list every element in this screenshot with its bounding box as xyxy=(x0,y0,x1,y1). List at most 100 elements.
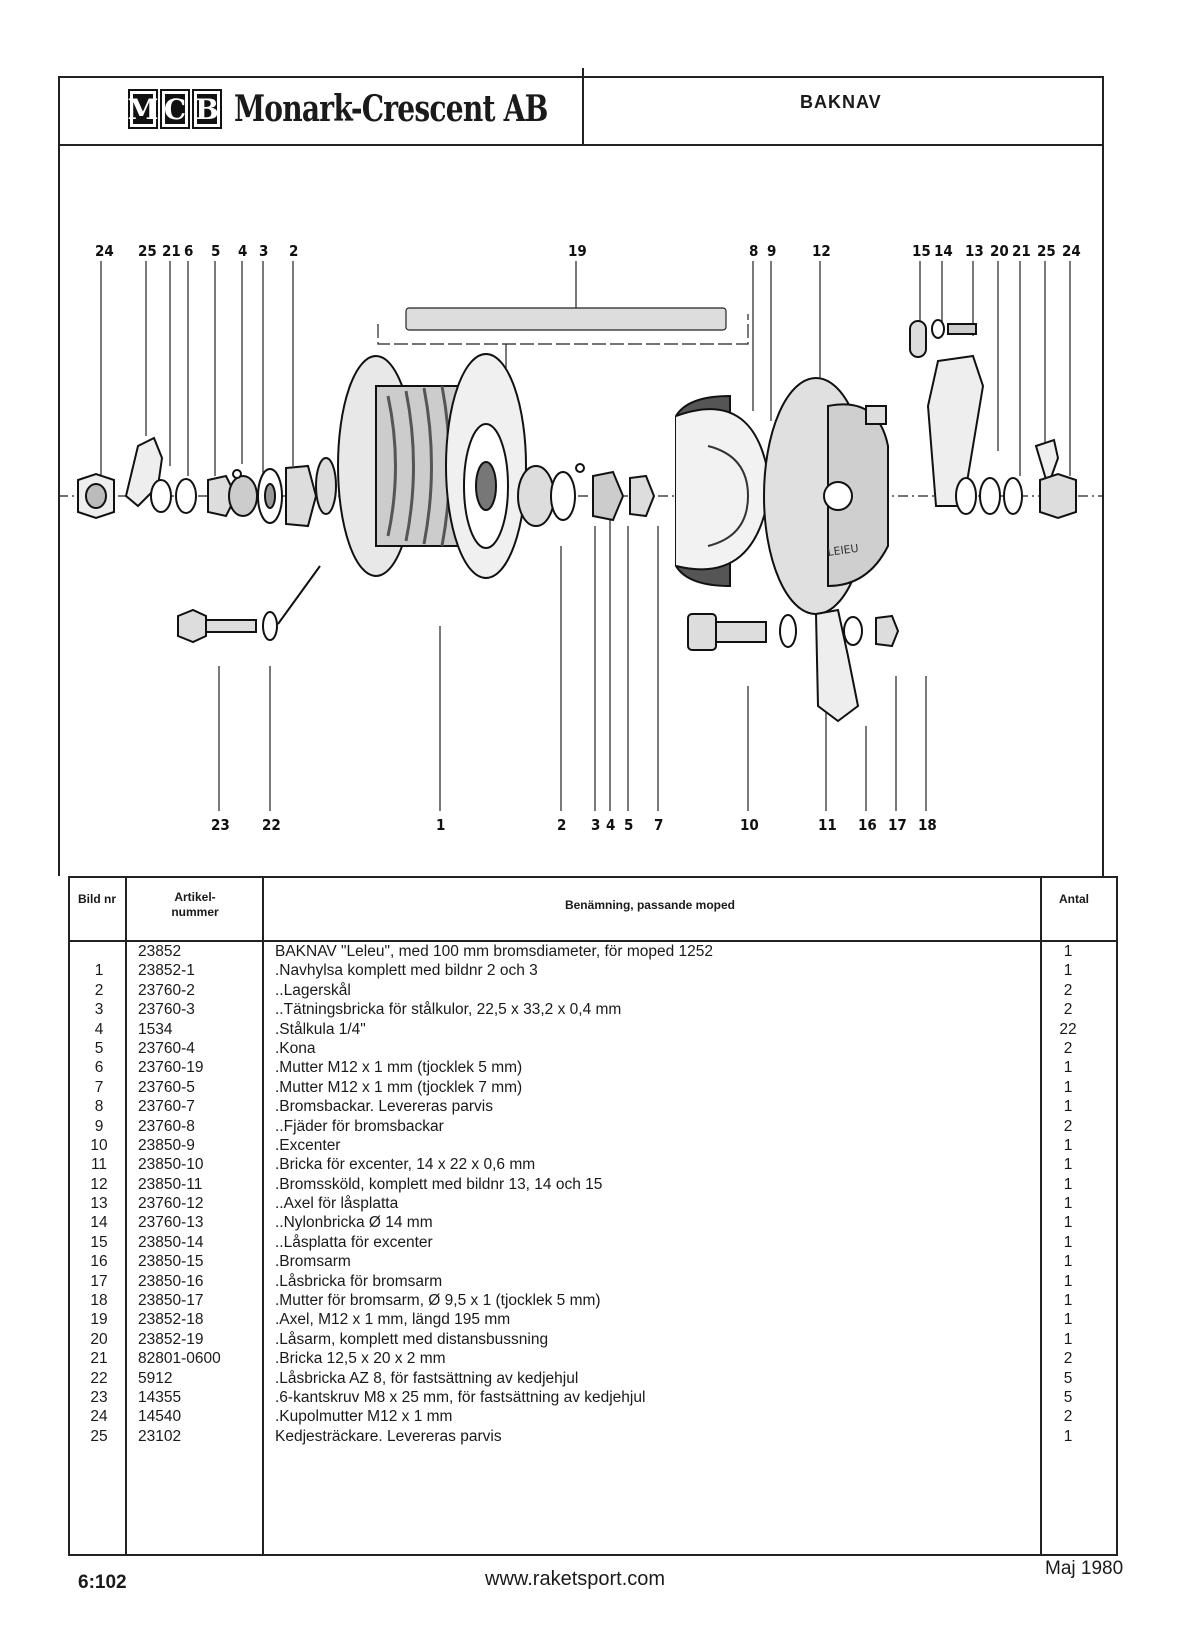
diagram-frame xyxy=(58,146,1104,876)
callout-bottom-23: 23 xyxy=(211,816,230,834)
callout-top-24a: 24 xyxy=(95,242,114,260)
callout-top-3: 3 xyxy=(259,242,268,260)
row-nr: 22 xyxy=(90,1369,108,1387)
row-article-number: 5912 xyxy=(138,1369,173,1387)
callout-top-15: 15 xyxy=(912,242,931,260)
row-quantity: 1 xyxy=(1063,1292,1073,1310)
row-nr: 25 xyxy=(90,1427,108,1445)
row-nr: 13 xyxy=(90,1195,108,1213)
table-row: 7 23760-5 .Mutter M12 x 1 mm (tjocklek 7 m… xyxy=(70,1078,1116,1097)
row-nr: 24 xyxy=(90,1408,108,1426)
row-description: .Axel, M12 x 1 mm, längd 195 mm xyxy=(275,1311,511,1329)
callout-bottom-10: 10 xyxy=(740,816,759,834)
callout-top-20: 20 xyxy=(990,242,1009,260)
row-article-number: 82801-0600 xyxy=(138,1350,221,1368)
column-divider xyxy=(1040,878,1042,1554)
callout-top-14: 14 xyxy=(934,242,953,260)
row-quantity: 5 xyxy=(1063,1388,1073,1406)
row-nr: 14 xyxy=(90,1214,108,1232)
row-description: .Låsarm, komplett med distansbussning xyxy=(275,1330,549,1348)
row-description: BAKNAV "Leleu", med 100 mm bromsdiameter… xyxy=(275,943,714,960)
callout-top-21a: 21 xyxy=(162,242,181,260)
row-nr: 1 xyxy=(94,962,104,980)
row-nr: 7 xyxy=(94,1078,104,1096)
callout-bottom-22: 22 xyxy=(262,816,281,834)
row-article-number: 23760-7 xyxy=(138,1098,195,1116)
row-article-number: 23850-10 xyxy=(138,1156,204,1174)
row-description: .Kona xyxy=(275,1039,316,1057)
callout-top-9: 9 xyxy=(767,242,776,260)
callout-top-12: 12 xyxy=(812,242,831,260)
row-description: .Navhylsa komplett med bildnr 2 och 3 xyxy=(275,962,538,980)
row-description: .Mutter M12 x 1 mm (tjocklek 5 mm) xyxy=(275,1059,523,1077)
row-article-number: 23852-18 xyxy=(138,1311,204,1329)
row-quantity: 1 xyxy=(1063,1272,1073,1290)
row-quantity: 1 xyxy=(1063,1311,1073,1329)
callout-top-2: 2 xyxy=(289,242,298,260)
page-number: 6:102 xyxy=(78,1572,127,1593)
row-article-number: 23760-4 xyxy=(138,1039,195,1057)
row-description: ..Fjäder för bromsbackar xyxy=(275,1117,444,1135)
row-article-number: 23850-14 xyxy=(138,1233,204,1251)
row-description: ..Lagerskål xyxy=(275,981,351,999)
row-description: .Bricka för excenter, 14 x 22 x 0,6 mm xyxy=(275,1156,536,1174)
row-article-number: 23760-5 xyxy=(138,1078,195,1096)
row-description: ..Låsplatta för excenter xyxy=(275,1233,433,1251)
row-quantity: 1 xyxy=(1063,1175,1073,1193)
callout-top-19: 19 xyxy=(568,242,587,260)
column-divider xyxy=(262,878,264,1554)
logo-mark: M C B xyxy=(128,89,222,129)
row-description: .Låsbricka för bromsarm xyxy=(275,1272,443,1290)
header-bild: Bild nr xyxy=(78,892,116,906)
row-description: .Mutter M12 x 1 mm (tjocklek 7 mm) xyxy=(275,1078,523,1096)
exploded-hub-diagram: LEIEU xyxy=(58,242,1104,834)
callout-bottom-7: 7 xyxy=(654,816,663,834)
row-article-number: 23760-19 xyxy=(138,1059,204,1077)
row-article-number: 23850-17 xyxy=(138,1292,204,1310)
row-quantity: 1 xyxy=(1063,943,1073,960)
row-quantity: 2 xyxy=(1063,1001,1073,1019)
logo-letter-b: B xyxy=(192,89,222,129)
row-article-number: 23852 xyxy=(138,943,182,960)
header-benamning: Benämning, passande moped xyxy=(564,898,736,912)
row-quantity: 1 xyxy=(1063,1078,1073,1096)
row-nr: 21 xyxy=(90,1350,108,1368)
row-description: .Mutter för bromsarm, Ø 9,5 x 1 (tjockle… xyxy=(275,1292,601,1310)
row-nr: 3 xyxy=(94,1001,104,1019)
table-body: 23852 BAKNAV "Leleu", med 100 mm bromsdia… xyxy=(70,942,1116,1446)
callout-top-13: 13 xyxy=(965,242,984,260)
callout-bottom-3: 3 xyxy=(591,816,600,834)
header-artikel: Artikel- nummer xyxy=(171,890,219,919)
row-description: .Bricka 12,5 x 20 x 2 mm xyxy=(275,1350,446,1368)
row-description: .6-kantskruv M8 x 25 mm, för fastsättnin… xyxy=(275,1388,646,1406)
row-quantity: 2 xyxy=(1063,1408,1073,1426)
callout-top-8: 8 xyxy=(749,242,758,260)
callout-bottom-5: 5 xyxy=(624,816,633,834)
row-nr: 20 xyxy=(90,1330,108,1348)
table-header-divider xyxy=(70,940,1116,942)
row-description: .Excenter xyxy=(275,1136,341,1154)
row-quantity: 1 xyxy=(1063,1427,1073,1445)
header-antal: Antal xyxy=(1059,892,1089,906)
row-quantity: 1 xyxy=(1063,1253,1073,1271)
row-nr: 18 xyxy=(90,1292,108,1310)
row-quantity: 1 xyxy=(1063,1233,1073,1251)
row-article-number: 14540 xyxy=(138,1408,182,1426)
callout-top-6: 6 xyxy=(184,242,193,260)
callout-top-21b: 21 xyxy=(1012,242,1031,260)
